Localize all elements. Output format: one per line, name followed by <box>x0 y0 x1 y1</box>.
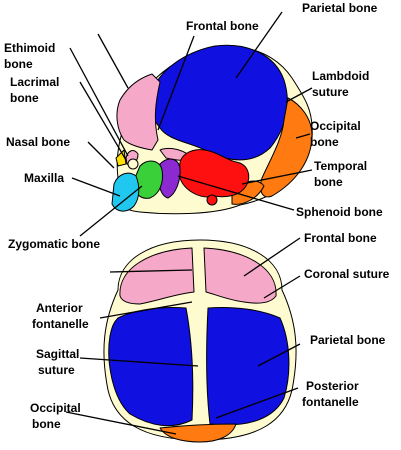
superior-parietal-right <box>206 307 290 426</box>
label-anterior-2: fontanelle <box>32 317 89 331</box>
label-lambdoid-1: Lambdoid <box>312 69 369 83</box>
label-lacrimal-1: Lacrimal <box>10 75 59 89</box>
superior-frontal-right <box>203 247 277 304</box>
label-zygomatic: Zygomatic bone <box>8 237 100 251</box>
leader-zygomatic <box>79 185 143 237</box>
label-sphenoid: Sphenoid bone <box>296 205 383 219</box>
label-nasal: Nasal bone <box>6 135 70 149</box>
temporal-ear-opening <box>206 194 218 206</box>
leader-sphenoid <box>177 175 295 211</box>
label-lacrimal-2: bone <box>10 91 39 105</box>
lateral-skull-view <box>111 44 313 215</box>
superior-occipital-bone <box>159 423 237 443</box>
label-maxilla: Maxilla <box>24 171 64 185</box>
leader-superior-parietal <box>257 343 301 367</box>
leader-posterior-fontanelle <box>215 387 299 419</box>
label-temporal-1: Temporal <box>314 159 367 173</box>
label-superior-parietal: Parietal bone <box>310 333 386 347</box>
superior-parietal-left <box>108 307 194 427</box>
lateral-orbit <box>127 158 139 170</box>
label-lateral-frontal: Frontal bone <box>186 19 259 33</box>
superior-labels: Frontal bone Coronal suture Anterior fon… <box>30 231 390 431</box>
label-lateral-occipital-1: Occipital <box>310 119 361 133</box>
label-lateral-occipital-2: bone <box>310 135 339 149</box>
label-superior-occipital-2: bone <box>32 417 61 431</box>
leader-lines <box>65 11 313 435</box>
leader-lateral-frontal-2 <box>157 35 195 131</box>
leader-lateral-frontal <box>97 33 129 89</box>
label-anterior-1: Anterior <box>36 301 83 315</box>
label-superior-frontal: Frontal bone <box>304 231 377 245</box>
leader-maxilla <box>71 177 121 197</box>
label-lambdoid-2: suture <box>312 85 349 99</box>
leader-temporal <box>241 169 313 185</box>
leader-nasal <box>87 141 115 169</box>
lateral-parietal-bone <box>149 44 288 161</box>
lateral-labels: Parietal bone Frontal bone Ethimoid bone… <box>4 1 383 251</box>
label-ethmoid-2: bone <box>4 57 33 71</box>
label-superior-occipital-1: Occipital <box>30 401 81 415</box>
lateral-temporal-bone <box>179 149 250 198</box>
leader-sagittal <box>79 357 199 367</box>
leader-coronal <box>263 275 301 299</box>
label-posterior-2: fontanelle <box>302 395 359 409</box>
label-sagittal-1: Sagittal <box>36 347 79 361</box>
lateral-frontal-bone <box>116 73 161 151</box>
leader-superior-frontal <box>243 237 301 277</box>
leader-superior-frontal-left <box>109 269 193 273</box>
label-sagittal-2: suture <box>38 363 75 377</box>
leader-lateral-occipital <box>295 133 311 139</box>
label-coronal: Coronal suture <box>304 267 390 281</box>
leader-superior-occipital <box>65 411 177 435</box>
label-temporal-2: bone <box>314 175 343 189</box>
label-posterior-1: Posterior <box>306 379 359 393</box>
leader-ethmoid <box>69 47 129 157</box>
superior-frontal-left <box>119 247 195 305</box>
leader-lacrimal <box>79 81 127 161</box>
superior-skull-view <box>103 239 297 443</box>
leader-anterior-fontanelle <box>99 301 193 319</box>
leader-lambdoid <box>285 87 313 103</box>
label-lateral-parietal: Parietal bone <box>302 1 378 15</box>
label-ethmoid-1: Ethimoid <box>4 41 55 55</box>
lateral-maxilla-bone <box>111 172 140 212</box>
leader-lateral-parietal <box>235 11 283 79</box>
